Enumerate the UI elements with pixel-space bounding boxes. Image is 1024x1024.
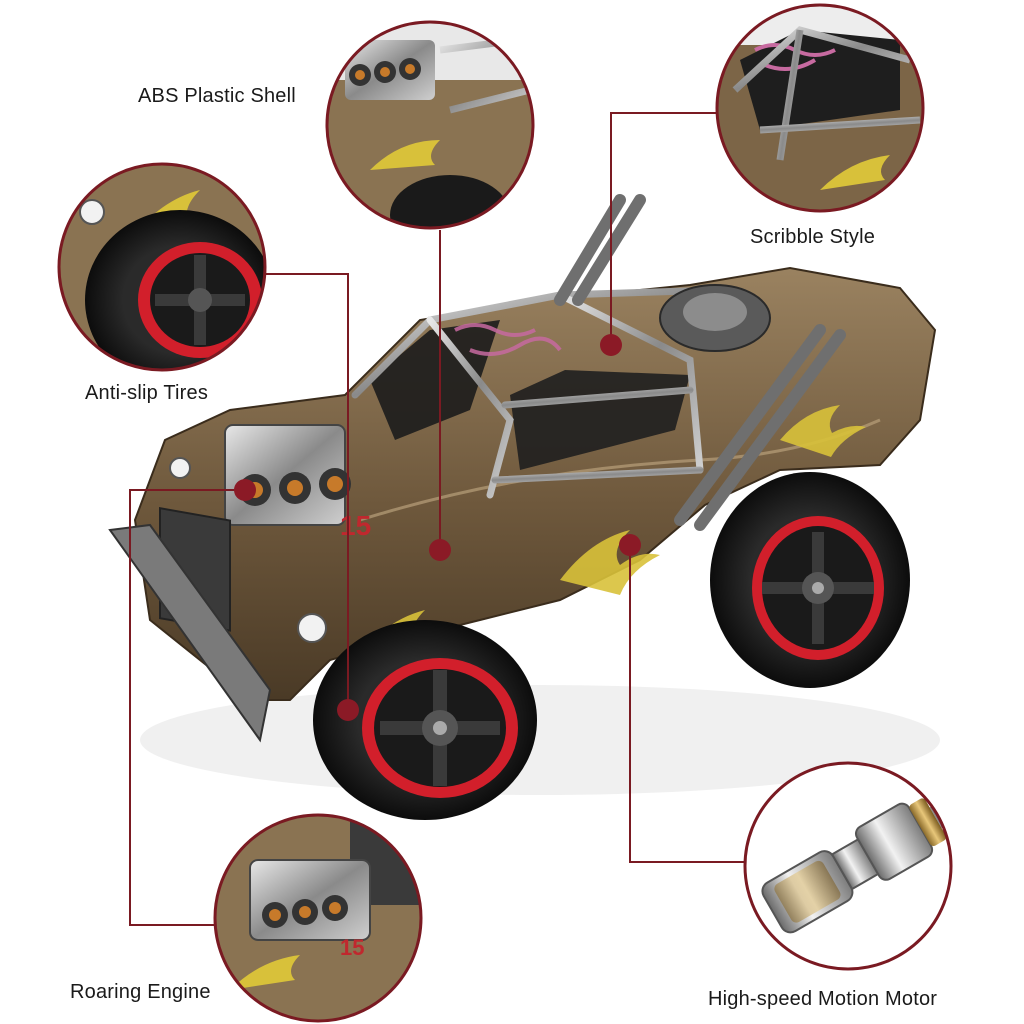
svg-text:15: 15: [340, 510, 371, 541]
callout-lines: [129, 112, 745, 926]
rear-wheel: [710, 472, 910, 688]
shell-detail-circle: [325, 20, 535, 230]
label-roaring-engine: Roaring Engine: [70, 981, 211, 1003]
label-high-speed-motion-motor: High-speed Motion Motor: [708, 988, 938, 1010]
truck-body: [133, 266, 937, 701]
engine-detail-circle: 15: [213, 813, 423, 1023]
label-abs-plastic-shell: ABS Plastic Shell: [138, 85, 296, 107]
label-scribble-style: Scribble Style: [750, 226, 876, 248]
scribble-detail-circle: [715, 3, 925, 213]
motor-detail-circle: [743, 761, 953, 971]
label-anti-slip-tires: Anti-slip Tires: [85, 382, 209, 404]
motor-illustration: [761, 797, 951, 934]
tires-detail-circle: [57, 162, 267, 372]
svg-text:15: 15: [340, 935, 364, 960]
roll-cage: [351, 286, 724, 499]
callout-dots: [234, 334, 641, 721]
rc-truck-illustration: 15: [108, 194, 940, 820]
front-wheel: [313, 620, 537, 820]
